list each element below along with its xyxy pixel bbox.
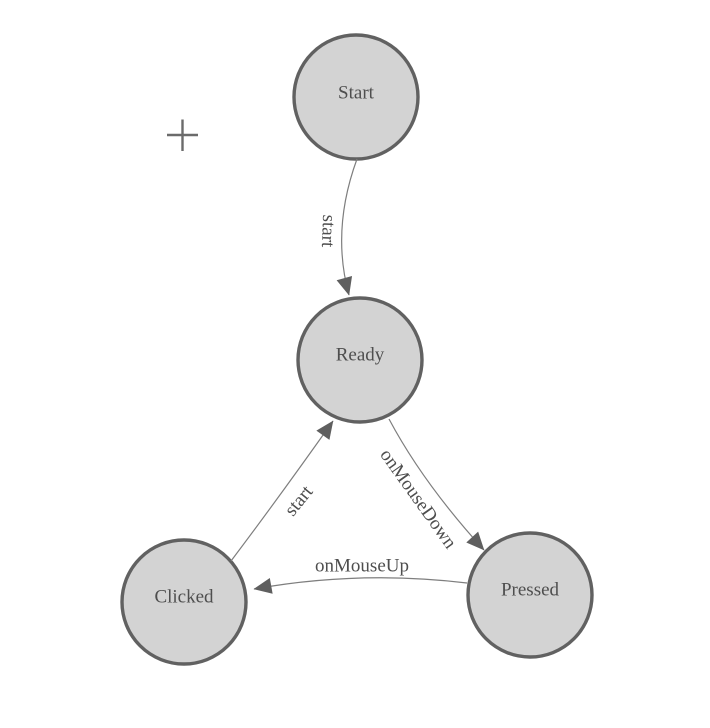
transition-line-clicked-to-ready[interactable]: [230, 420, 334, 562]
state-label-pressed: Pressed: [501, 580, 560, 601]
state-label-clicked: Clicked: [154, 587, 214, 608]
state-node-pressed[interactable]: Pressed: [466, 531, 594, 659]
state-node-ready[interactable]: Ready: [296, 296, 424, 424]
transition-line-pressed-to-clicked[interactable]: [253, 577, 468, 594]
state-node-clicked[interactable]: Clicked: [120, 538, 248, 666]
state-node-start[interactable]: Start: [292, 33, 420, 161]
transition-label-ready-to-pressed: onMouseDown: [375, 445, 460, 553]
origin-crosshair-icon: [167, 119, 198, 151]
transition-line-start-to-ready[interactable]: [336, 158, 358, 296]
transition-clicked-to-ready[interactable]: start: [230, 420, 334, 562]
state-label-start: Start: [338, 83, 375, 104]
state-label-ready: Ready: [336, 345, 385, 366]
transition-line-ready-to-pressed[interactable]: [388, 418, 485, 551]
transition-label-start-to-ready: start: [317, 214, 339, 248]
state-circle-ready[interactable]: [296, 296, 424, 424]
state-circle-pressed[interactable]: [466, 531, 594, 659]
transition-pressed-to-clicked[interactable]: onMouseUp: [253, 556, 468, 594]
state-circle-start[interactable]: [292, 33, 420, 161]
transition-ready-to-pressed[interactable]: onMouseDown: [375, 418, 485, 553]
state-circle-clicked[interactable]: [120, 538, 248, 666]
transition-start-to-ready[interactable]: start: [317, 158, 358, 296]
transition-label-pressed-to-clicked: onMouseUp: [315, 556, 409, 577]
